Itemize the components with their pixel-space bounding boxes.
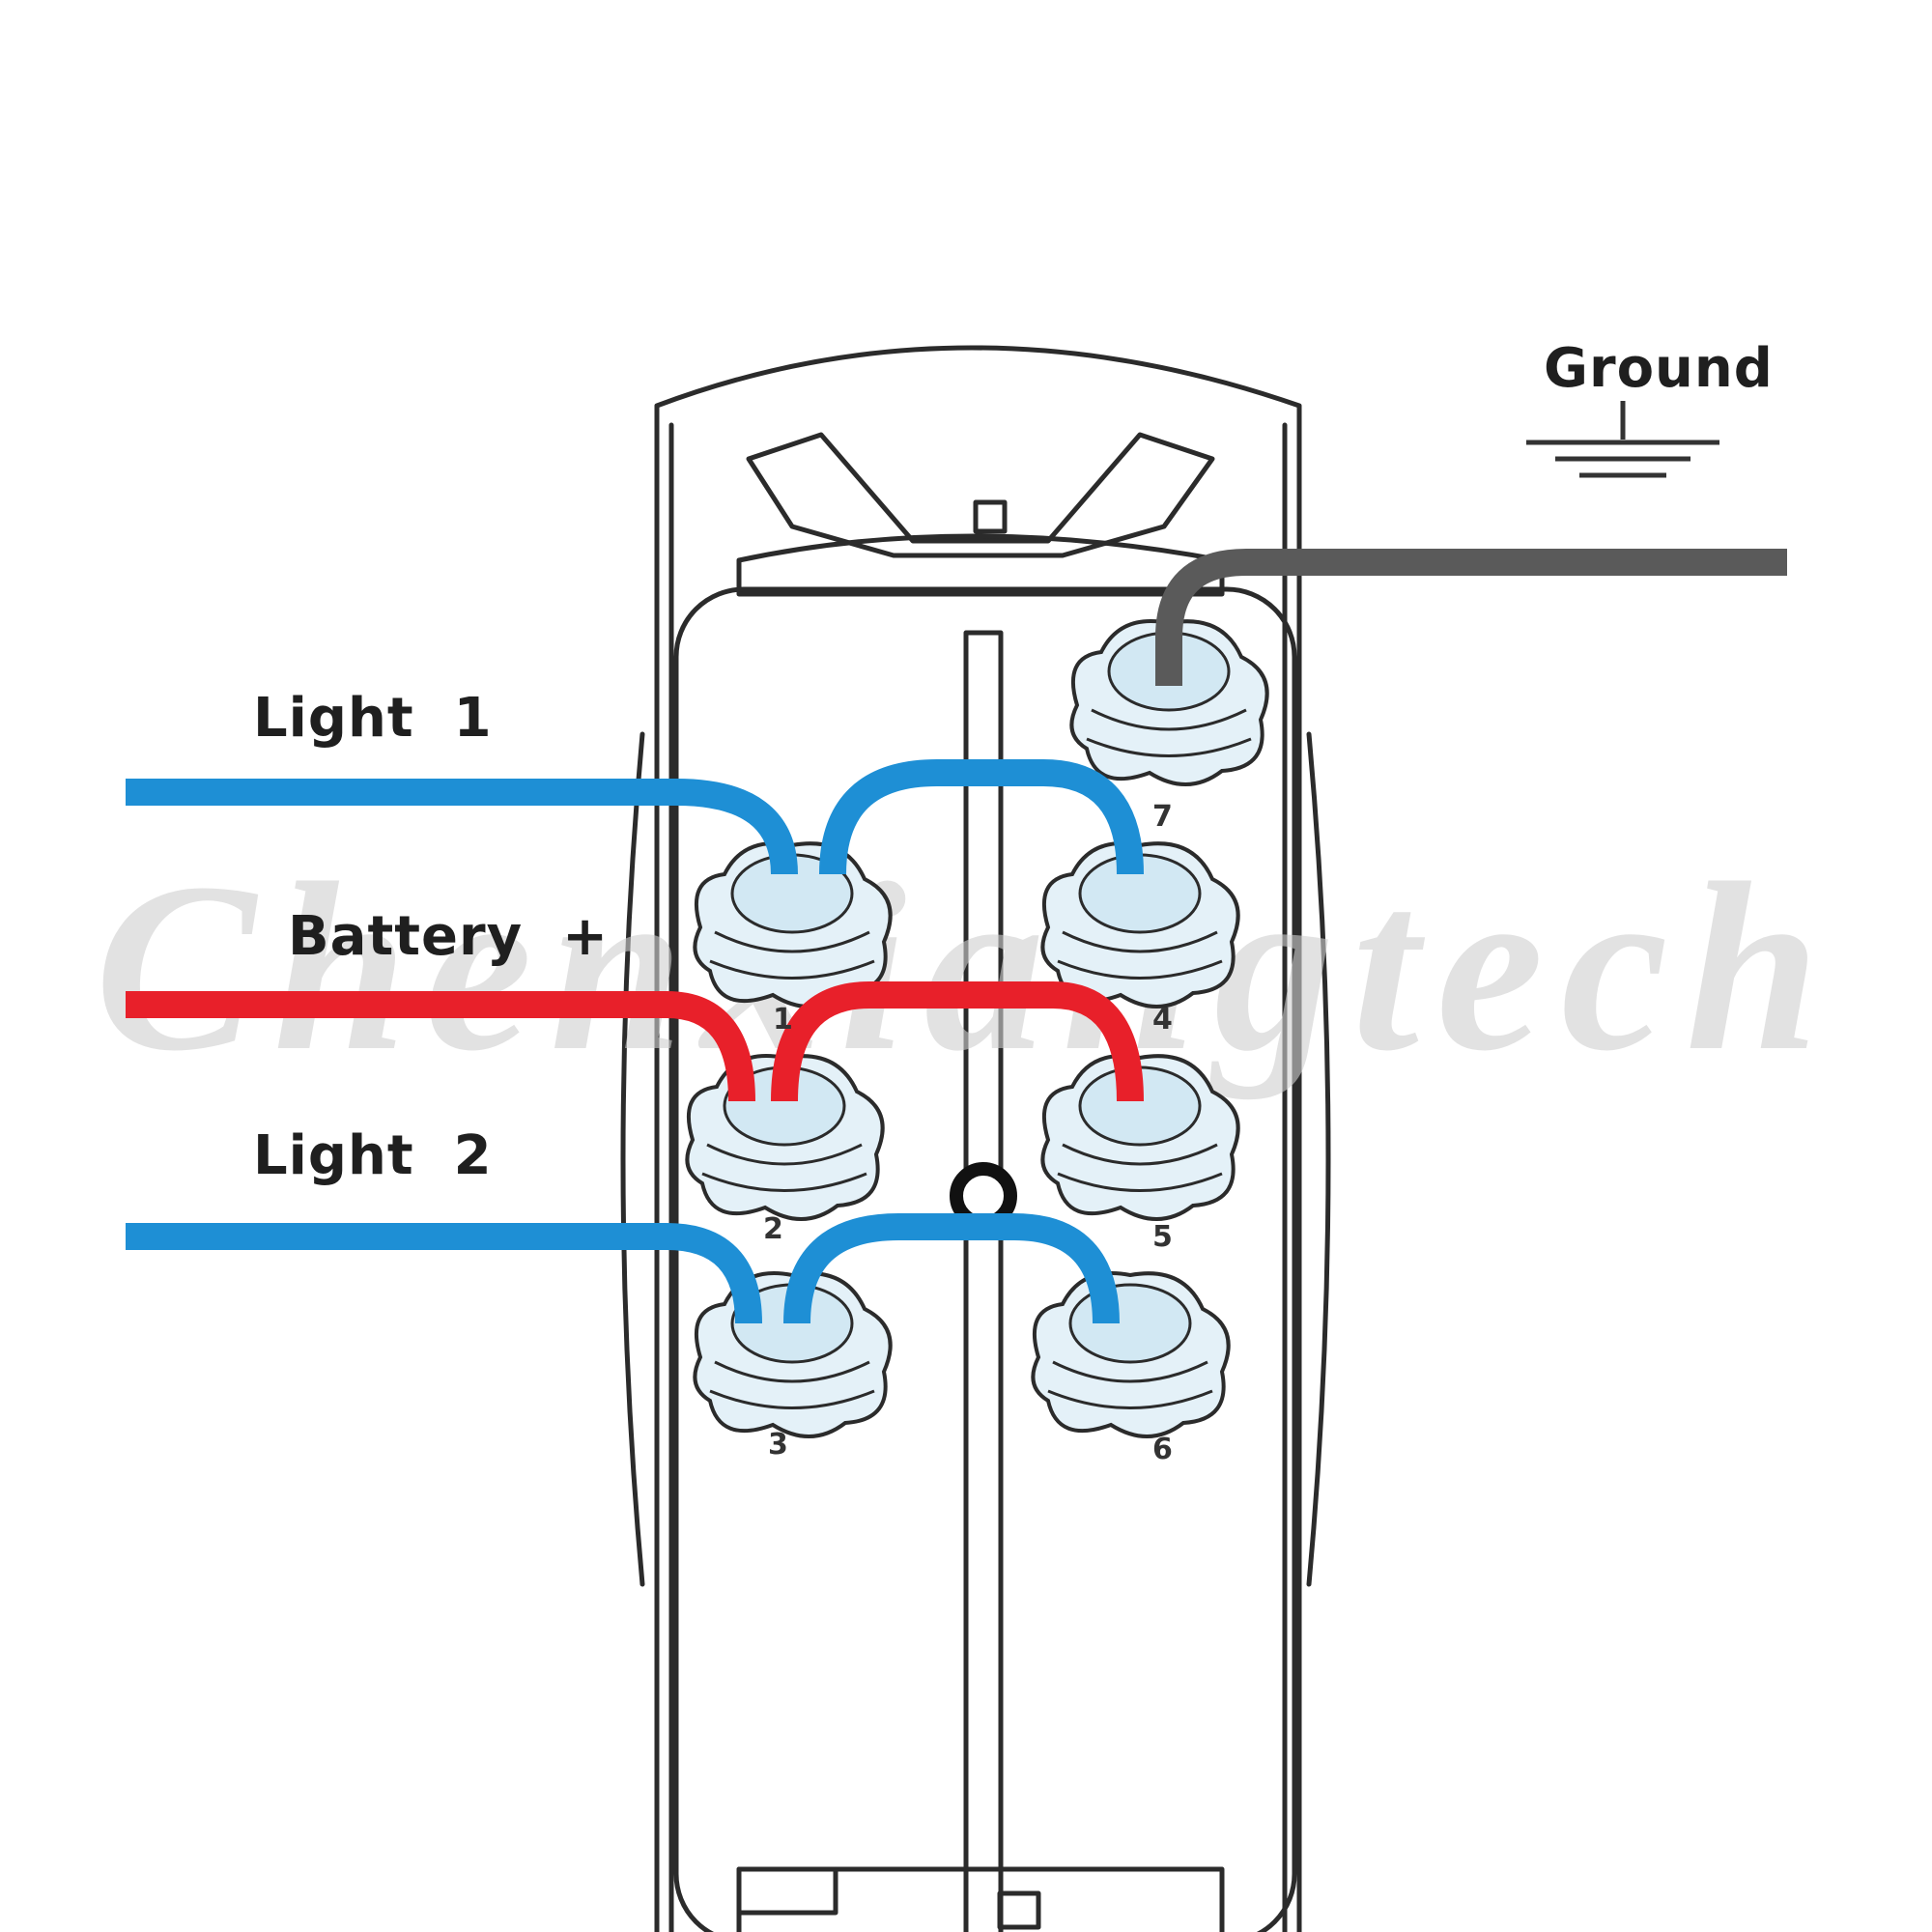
- pin-number-6: 6: [1152, 1433, 1173, 1466]
- watermark-text: Chenxiangtech: [95, 834, 1837, 1101]
- terminal-pin-7: [1069, 619, 1269, 786]
- terminal-pin-5: [1040, 1054, 1240, 1221]
- pin-number-4: 4: [1152, 1003, 1173, 1037]
- terminal-pin-4: [1040, 841, 1240, 1009]
- ground-label: Ground: [1544, 337, 1774, 400]
- pin-number-3: 3: [768, 1428, 788, 1462]
- pin-number-7: 7: [1152, 800, 1173, 834]
- light2-wire: [126, 1213, 1120, 1324]
- light2-label: Light 2: [253, 1124, 493, 1187]
- ground-wire: [1155, 549, 1787, 686]
- pin-number-5: 5: [1152, 1220, 1173, 1254]
- ground-symbol-icon: [1526, 401, 1719, 478]
- battery-wire: [126, 981, 1144, 1102]
- pin-number-2: 2: [763, 1212, 783, 1246]
- light1-label: Light 1: [253, 687, 493, 750]
- terminal-pin-6: [1031, 1271, 1231, 1438]
- battery-label: Battery +: [288, 905, 609, 968]
- pin-number-1: 1: [773, 1003, 793, 1037]
- light1-wire: [126, 759, 1144, 875]
